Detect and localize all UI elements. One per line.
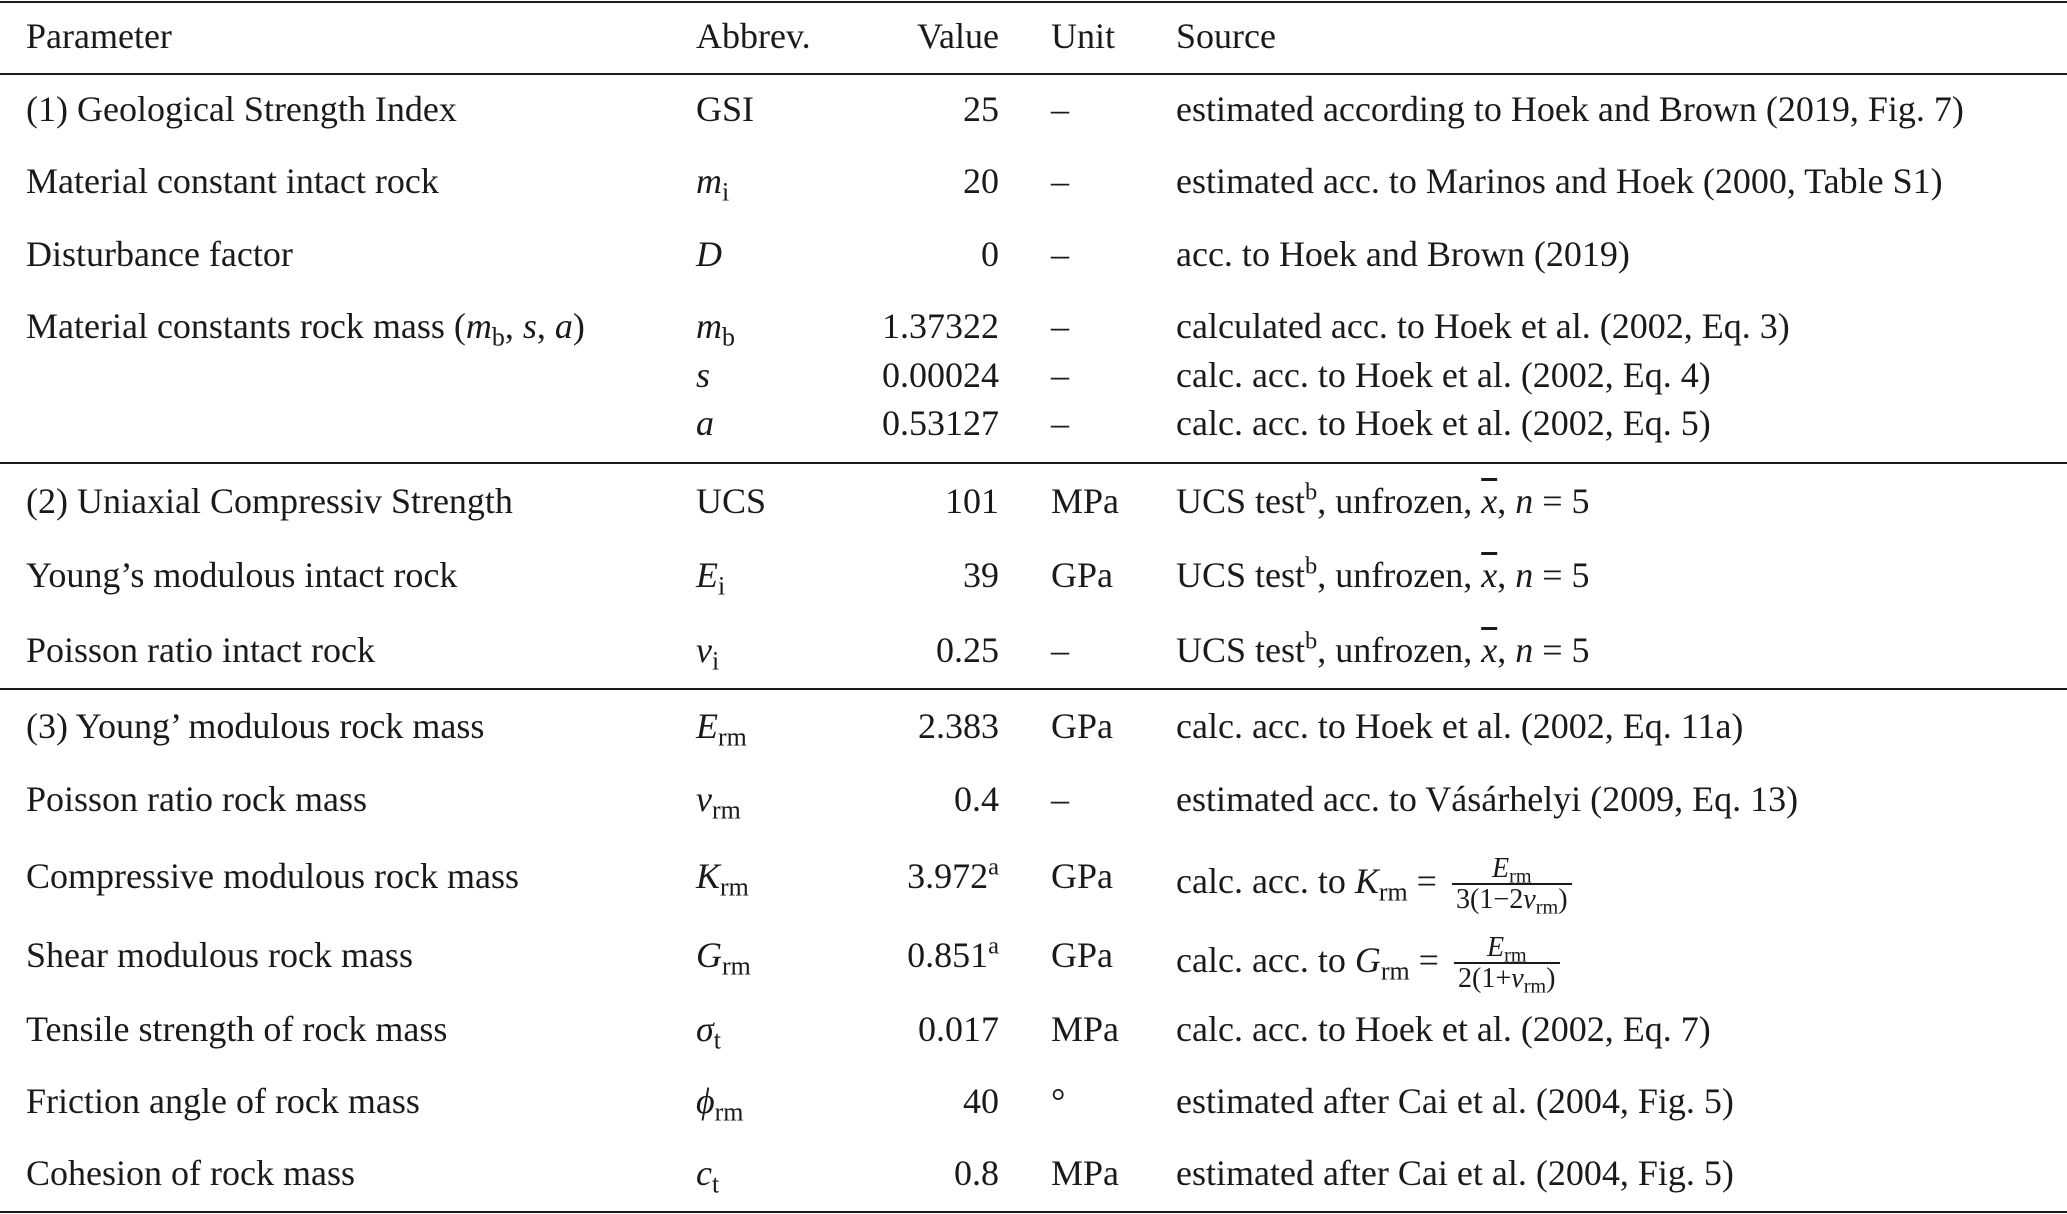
value-cell: 3.972a bbox=[907, 853, 999, 896]
abbrev-cell: ct bbox=[696, 1153, 720, 1199]
header-rule bbox=[0, 73, 2067, 75]
abbrev-cell: Erm bbox=[696, 706, 747, 752]
unit-cell: – bbox=[1051, 161, 1069, 201]
param-cell: Cohesion of rock mass bbox=[26, 1153, 355, 1193]
unit-cell: GPa bbox=[1051, 706, 1113, 746]
source-cell: calc. acc. to Hoek et al. (2002, Eq. 7) bbox=[1176, 1009, 1711, 1049]
value-cell: 0.851a bbox=[907, 932, 999, 975]
header-unit: Unit bbox=[1051, 16, 1116, 56]
param-cell: Disturbance factor bbox=[26, 234, 293, 274]
source-cell: estimated acc. to Marinos and Hoek (2000… bbox=[1176, 161, 1943, 201]
param-cell: Young’s modulous intact rock bbox=[26, 555, 458, 595]
header-source: Source bbox=[1176, 16, 1276, 56]
source-cell: UCS testb, unfrozen, x, n = 5 bbox=[1176, 552, 1590, 595]
value-cell: 0 bbox=[981, 234, 999, 274]
unit-cell: – bbox=[1051, 89, 1069, 129]
param-cell: Material constant intact rock bbox=[26, 161, 439, 201]
value-cell: 0.53127 bbox=[882, 403, 999, 443]
source-cell: estimated after Cai et al. (2004, Fig. 5… bbox=[1176, 1081, 1734, 1121]
value-cell: 20 bbox=[963, 161, 999, 201]
abbrev-cell: Ei bbox=[696, 555, 726, 601]
unit-cell: – bbox=[1051, 355, 1069, 395]
value-cell: 1.37322 bbox=[882, 306, 999, 346]
unit-cell: GPa bbox=[1051, 935, 1113, 975]
abbrev-cell: a bbox=[696, 403, 714, 443]
header-abbrev: Abbrev. bbox=[696, 16, 811, 56]
section-rule-2 bbox=[0, 462, 2067, 464]
value-cell: 0.4 bbox=[954, 779, 999, 819]
abbrev-cell: mb bbox=[696, 306, 735, 352]
unit-cell: – bbox=[1051, 779, 1069, 819]
unit-cell: ° bbox=[1051, 1081, 1066, 1121]
source-cell: estimated after Cai et al. (2004, Fig. 5… bbox=[1176, 1153, 1734, 1193]
unit-cell: MPa bbox=[1051, 481, 1120, 521]
param-cell: Friction angle of rock mass bbox=[26, 1081, 420, 1121]
param-cell: Poisson ratio intact rock bbox=[26, 630, 375, 670]
value-cell: 0.017 bbox=[918, 1009, 999, 1049]
param-cell: Tensile strength of rock mass bbox=[26, 1009, 448, 1049]
param-cell: (3) Young’ modulous rock mass bbox=[26, 706, 485, 746]
source-cell: estimated acc. to Vásárhelyi (2009, Eq. … bbox=[1176, 779, 1799, 819]
abbrev-cell: D bbox=[696, 234, 722, 274]
param-cell: (1) Geological Strength Index bbox=[26, 89, 457, 129]
header-value: Value bbox=[917, 16, 999, 56]
section-rule-3 bbox=[0, 688, 2067, 690]
param-cell: (2) Uniaxial Compressiv Strength bbox=[26, 481, 513, 521]
source-cell: estimated according to Hoek and Brown (2… bbox=[1176, 89, 1964, 129]
value-cell: 0.8 bbox=[954, 1153, 999, 1193]
abbrev-cell: σt bbox=[696, 1009, 721, 1055]
unit-cell: – bbox=[1051, 630, 1069, 670]
source-cell: calc. acc. to Hoek et al. (2002, Eq. 11a… bbox=[1176, 706, 1744, 746]
abbrev-cell: s bbox=[696, 355, 711, 395]
param-cell: Shear modulous rock mass bbox=[26, 935, 413, 975]
source-cell: acc. to Hoek and Brown (2019) bbox=[1176, 234, 1630, 274]
top-rule bbox=[0, 1, 2067, 3]
header-parameter: Parameter bbox=[26, 16, 172, 56]
source-cell: UCS testb, unfrozen, x, n = 5 bbox=[1176, 627, 1590, 670]
unit-cell: – bbox=[1051, 306, 1069, 346]
bottom-rule bbox=[0, 1211, 2067, 1213]
abbrev-cell: ϕrm bbox=[696, 1081, 744, 1127]
value-cell: 0.00024 bbox=[882, 355, 999, 395]
value-cell: 39 bbox=[963, 555, 999, 595]
unit-cell: GPa bbox=[1051, 856, 1113, 896]
abbrev-cell: Grm bbox=[696, 935, 751, 981]
value-cell: 40 bbox=[963, 1081, 999, 1121]
value-cell: 25 bbox=[963, 89, 999, 129]
unit-cell: GPa bbox=[1051, 555, 1113, 595]
abbrev-cell: νrm bbox=[696, 779, 741, 825]
source-cell: calc. acc. to Hoek et al. (2002, Eq. 5) bbox=[1176, 403, 1711, 443]
source-cell: calculated acc. to Hoek et al. (2002, Eq… bbox=[1176, 306, 1790, 346]
param-cell: Poisson ratio rock mass bbox=[26, 779, 367, 819]
value-cell: 0.25 bbox=[936, 630, 999, 670]
source-cell: UCS testb, unfrozen, x, n = 5 bbox=[1176, 478, 1590, 521]
param-cell: Compressive modulous rock mass bbox=[26, 856, 519, 896]
value-cell: 101 bbox=[945, 481, 999, 521]
abbrev-cell: Krm bbox=[696, 856, 749, 902]
value-cell: 2.383 bbox=[918, 706, 999, 746]
abbrev-cell: νi bbox=[696, 630, 720, 676]
abbrev-cell: UCS bbox=[696, 481, 767, 521]
unit-cell: – bbox=[1051, 403, 1069, 443]
abbrev-cell: GSI bbox=[696, 89, 755, 129]
source-cell: calc. acc. to Hoek et al. (2002, Eq. 4) bbox=[1176, 355, 1711, 395]
unit-cell: – bbox=[1051, 234, 1069, 274]
param-cell: Material constants rock mass (mb, s, a) bbox=[26, 306, 585, 352]
unit-cell: MPa bbox=[1051, 1009, 1120, 1049]
abbrev-cell: mi bbox=[696, 161, 730, 207]
unit-cell: MPa bbox=[1051, 1153, 1120, 1193]
